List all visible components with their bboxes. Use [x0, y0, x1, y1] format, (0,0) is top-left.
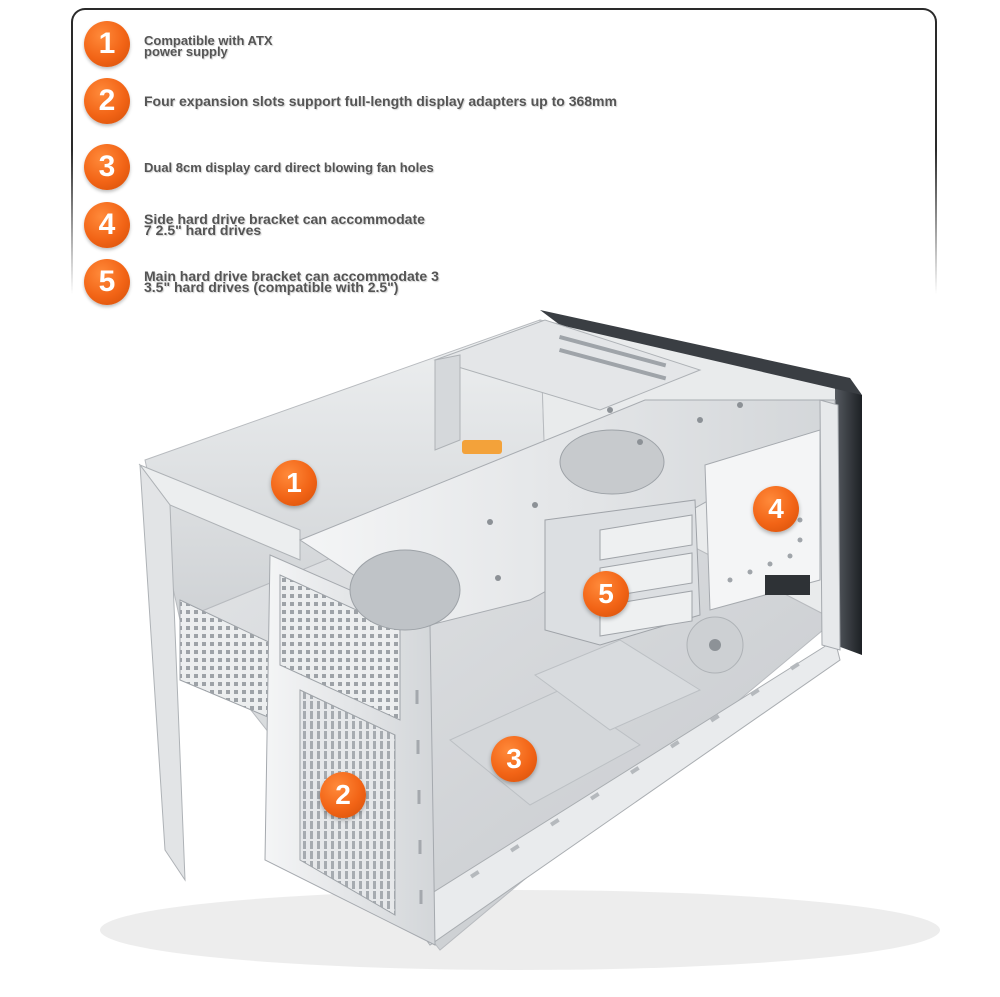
legend-text: Side hard drive bracket can accommodate … [144, 211, 425, 238]
fan-hole [559, 429, 665, 495]
front-pillar [819, 399, 841, 651]
front-bezel [835, 385, 862, 655]
side-bracket-holes [727, 517, 803, 583]
shadow [100, 890, 940, 970]
rear-rivets [415, 690, 423, 904]
cage-front [434, 354, 461, 451]
fan-wire [462, 440, 502, 454]
legend-item-5: 5 Main hard drive bracket can accommodat… [84, 258, 439, 306]
legend-text: Compatible with ATX power supply [144, 33, 273, 59]
bracket-screws [487, 402, 743, 581]
side-bracket-gap [765, 575, 810, 595]
legend-text: Main hard drive bracket can accommodate … [144, 268, 439, 295]
floor-panel [533, 639, 702, 731]
legend-item-1: 1 Compatible with ATX power supply [84, 20, 273, 68]
legend-text: Dual 8cm display card direct blowing fan… [144, 159, 434, 175]
callout-5-main-bracket: 5 [583, 571, 629, 617]
chassis-illustration [100, 310, 940, 970]
floor-foot [709, 639, 721, 651]
rail-slots [469, 662, 800, 879]
number-badge: 2 [84, 78, 130, 124]
callout-4-side-bracket: 4 [753, 486, 799, 532]
legend-item-3: 3 Dual 8cm display card direct blowing f… [84, 143, 434, 191]
legend-frame-fade [66, 150, 946, 310]
hdd-slot [599, 514, 693, 561]
callout-1-psu: 1 [271, 460, 317, 506]
callout-3-fan-holes: 3 [491, 736, 537, 782]
number-badge: 5 [84, 259, 130, 305]
number-badge: 1 [84, 21, 130, 67]
rear-side [139, 463, 186, 882]
top-edge-dark [540, 310, 862, 395]
number-badge: 3 [84, 144, 130, 190]
floor-panel [449, 689, 641, 806]
legend-item-2: 2 Four expansion slots support full-leng… [84, 77, 617, 125]
fan-hole [349, 549, 461, 631]
legend-item-4: 4 Side hard drive bracket can accommodat… [84, 201, 425, 249]
callout-2-expansion: 2 [320, 772, 366, 818]
legend-text: Four expansion slots support full-length… [144, 92, 617, 109]
number-badge: 4 [84, 202, 130, 248]
optical-cage [433, 319, 702, 411]
cage-vents [558, 335, 667, 381]
